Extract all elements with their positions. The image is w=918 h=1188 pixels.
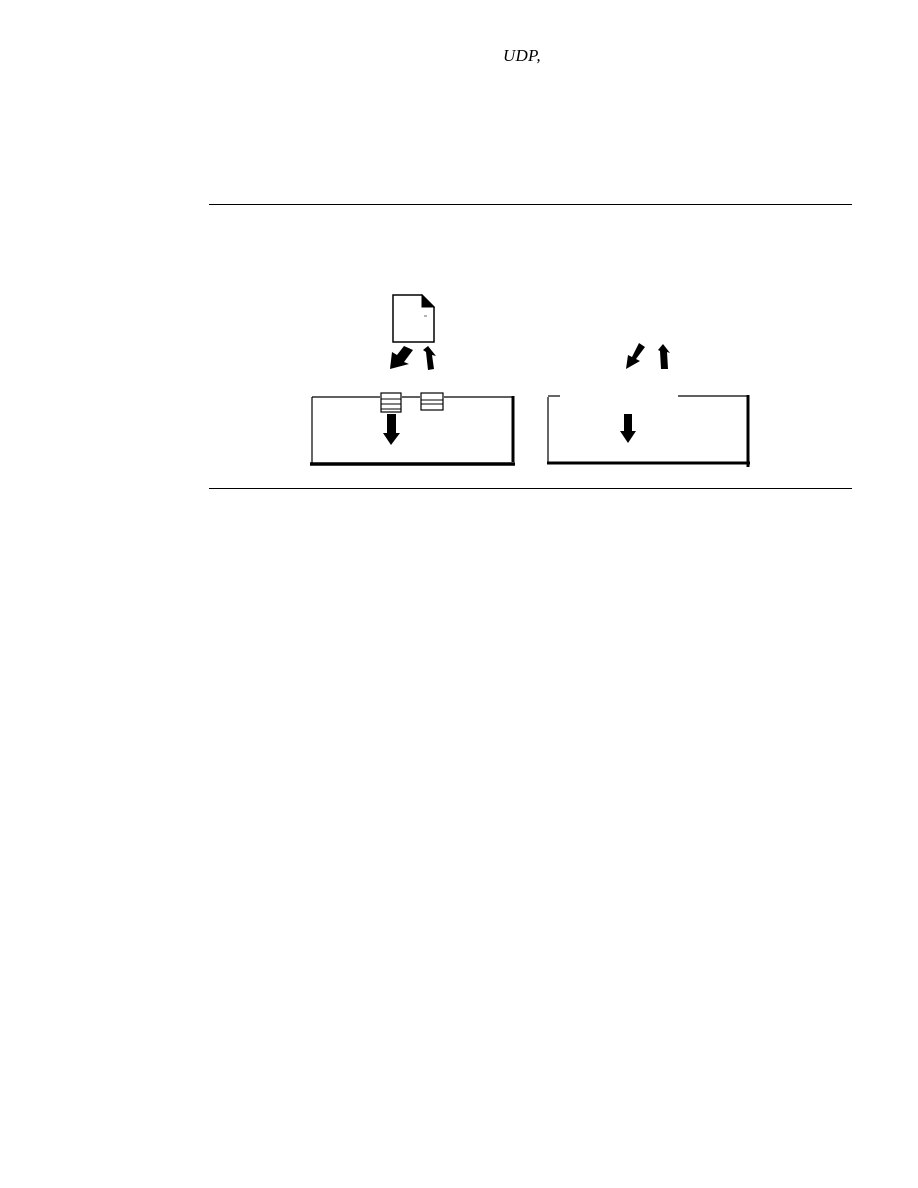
right-panel xyxy=(547,395,750,467)
figure-top-rule xyxy=(209,204,852,205)
arrow-down-left-icon xyxy=(626,343,645,369)
header-fragment-text: UDP, xyxy=(503,46,541,65)
arrow-down-icon xyxy=(383,414,400,445)
arrow-down-icon xyxy=(620,414,636,443)
arrow-down-left-icon xyxy=(390,346,413,369)
packet-icon xyxy=(420,392,444,411)
figure-bottom-rule xyxy=(209,488,852,489)
left-panel xyxy=(310,396,515,466)
stacked-packet-icon xyxy=(380,392,402,413)
arrow-up-icon xyxy=(658,344,670,369)
document-icon xyxy=(392,293,436,343)
arrow-up-right-icon xyxy=(423,346,436,370)
